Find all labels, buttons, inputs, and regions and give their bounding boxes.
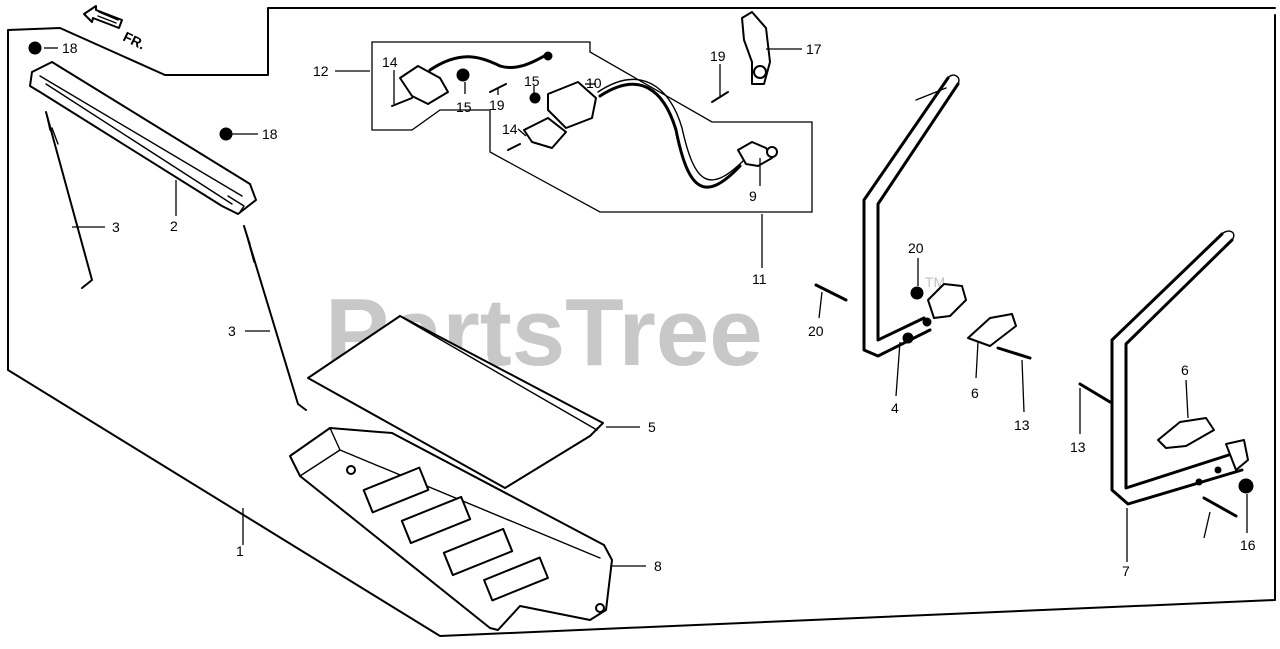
ground-cable [399, 51, 553, 105]
callout-5: 5 [648, 419, 656, 435]
leader-lines [44, 47, 1248, 567]
assembly-frame [7, 7, 1276, 637]
bolt-13b [1078, 382, 1112, 404]
callout-18-right: 16 [1240, 537, 1256, 553]
upper-cross-rail [29, 61, 257, 215]
callout-16: 17 [806, 41, 822, 57]
bolt-19 [711, 91, 729, 103]
callout-17-middle: 18 [262, 126, 278, 142]
skid-slot-4 [483, 556, 549, 602]
callout-9: 9 [749, 188, 757, 204]
flange-nut-17a [28, 41, 42, 55]
callout-3-right: 3 [228, 323, 236, 339]
callout-2: 2 [170, 218, 178, 234]
battery-cable [523, 78, 778, 189]
callout-labels: 18 18 2 3 3 1 5 8 12 14 15 19 15 10 14 9… [62, 40, 1256, 579]
callout-20-left: 20 [808, 323, 824, 339]
callout-17-top-left: 18 [62, 40, 78, 56]
callout-14-lower: 14 [502, 121, 518, 137]
callout-19-left: 19 [489, 97, 505, 113]
callout-7: 7 [1122, 563, 1130, 579]
callout-19-right: 19 [710, 48, 726, 64]
right-handle-frame [1110, 230, 1249, 506]
callout-12: 12 [313, 63, 329, 79]
callout-10: 10 [586, 75, 602, 91]
callout-11: 11 [752, 271, 767, 287]
harness-group-frame [371, 41, 813, 213]
skid-plate [289, 427, 613, 631]
left-handle-frame [862, 74, 967, 358]
flange-nut-17b [219, 127, 233, 141]
watermark-trademark: TM [925, 274, 945, 290]
skid-slot-2 [400, 495, 472, 545]
callout-6-right: 6 [1181, 362, 1189, 378]
bolt-20a [814, 283, 848, 302]
nut-18b [1238, 478, 1254, 494]
battery-terminal-cap [741, 11, 771, 85]
bolt-20b [1202, 496, 1238, 518]
skid-slot-3 [442, 527, 514, 577]
callout-1: 1 [236, 543, 244, 559]
bolt-13a [996, 346, 1032, 360]
callout-13-left: 13 [1014, 417, 1030, 433]
callout-15-right: 15 [524, 73, 540, 89]
callout-8: 8 [654, 558, 662, 574]
callout-14-upper: 14 [382, 54, 398, 70]
front-direction-arrow-icon [83, 5, 123, 29]
callout-13-right: 13 [1070, 439, 1086, 455]
clamp-6b [1157, 417, 1215, 449]
callout-3-left: 3 [112, 219, 120, 235]
callout-4: 4 [891, 400, 899, 416]
tray-plate [307, 315, 604, 489]
callout-15-left: 15 [456, 99, 472, 115]
support-rod-left [45, 111, 93, 289]
nut-18a [910, 286, 924, 300]
clamp-6a [967, 313, 1017, 347]
front-direction-label: FR. [121, 28, 148, 52]
support-rod-right [243, 225, 307, 411]
callout-18-left: 20 [908, 240, 924, 256]
callout-6-left: 6 [971, 385, 979, 401]
skid-slot-1 [362, 466, 430, 514]
